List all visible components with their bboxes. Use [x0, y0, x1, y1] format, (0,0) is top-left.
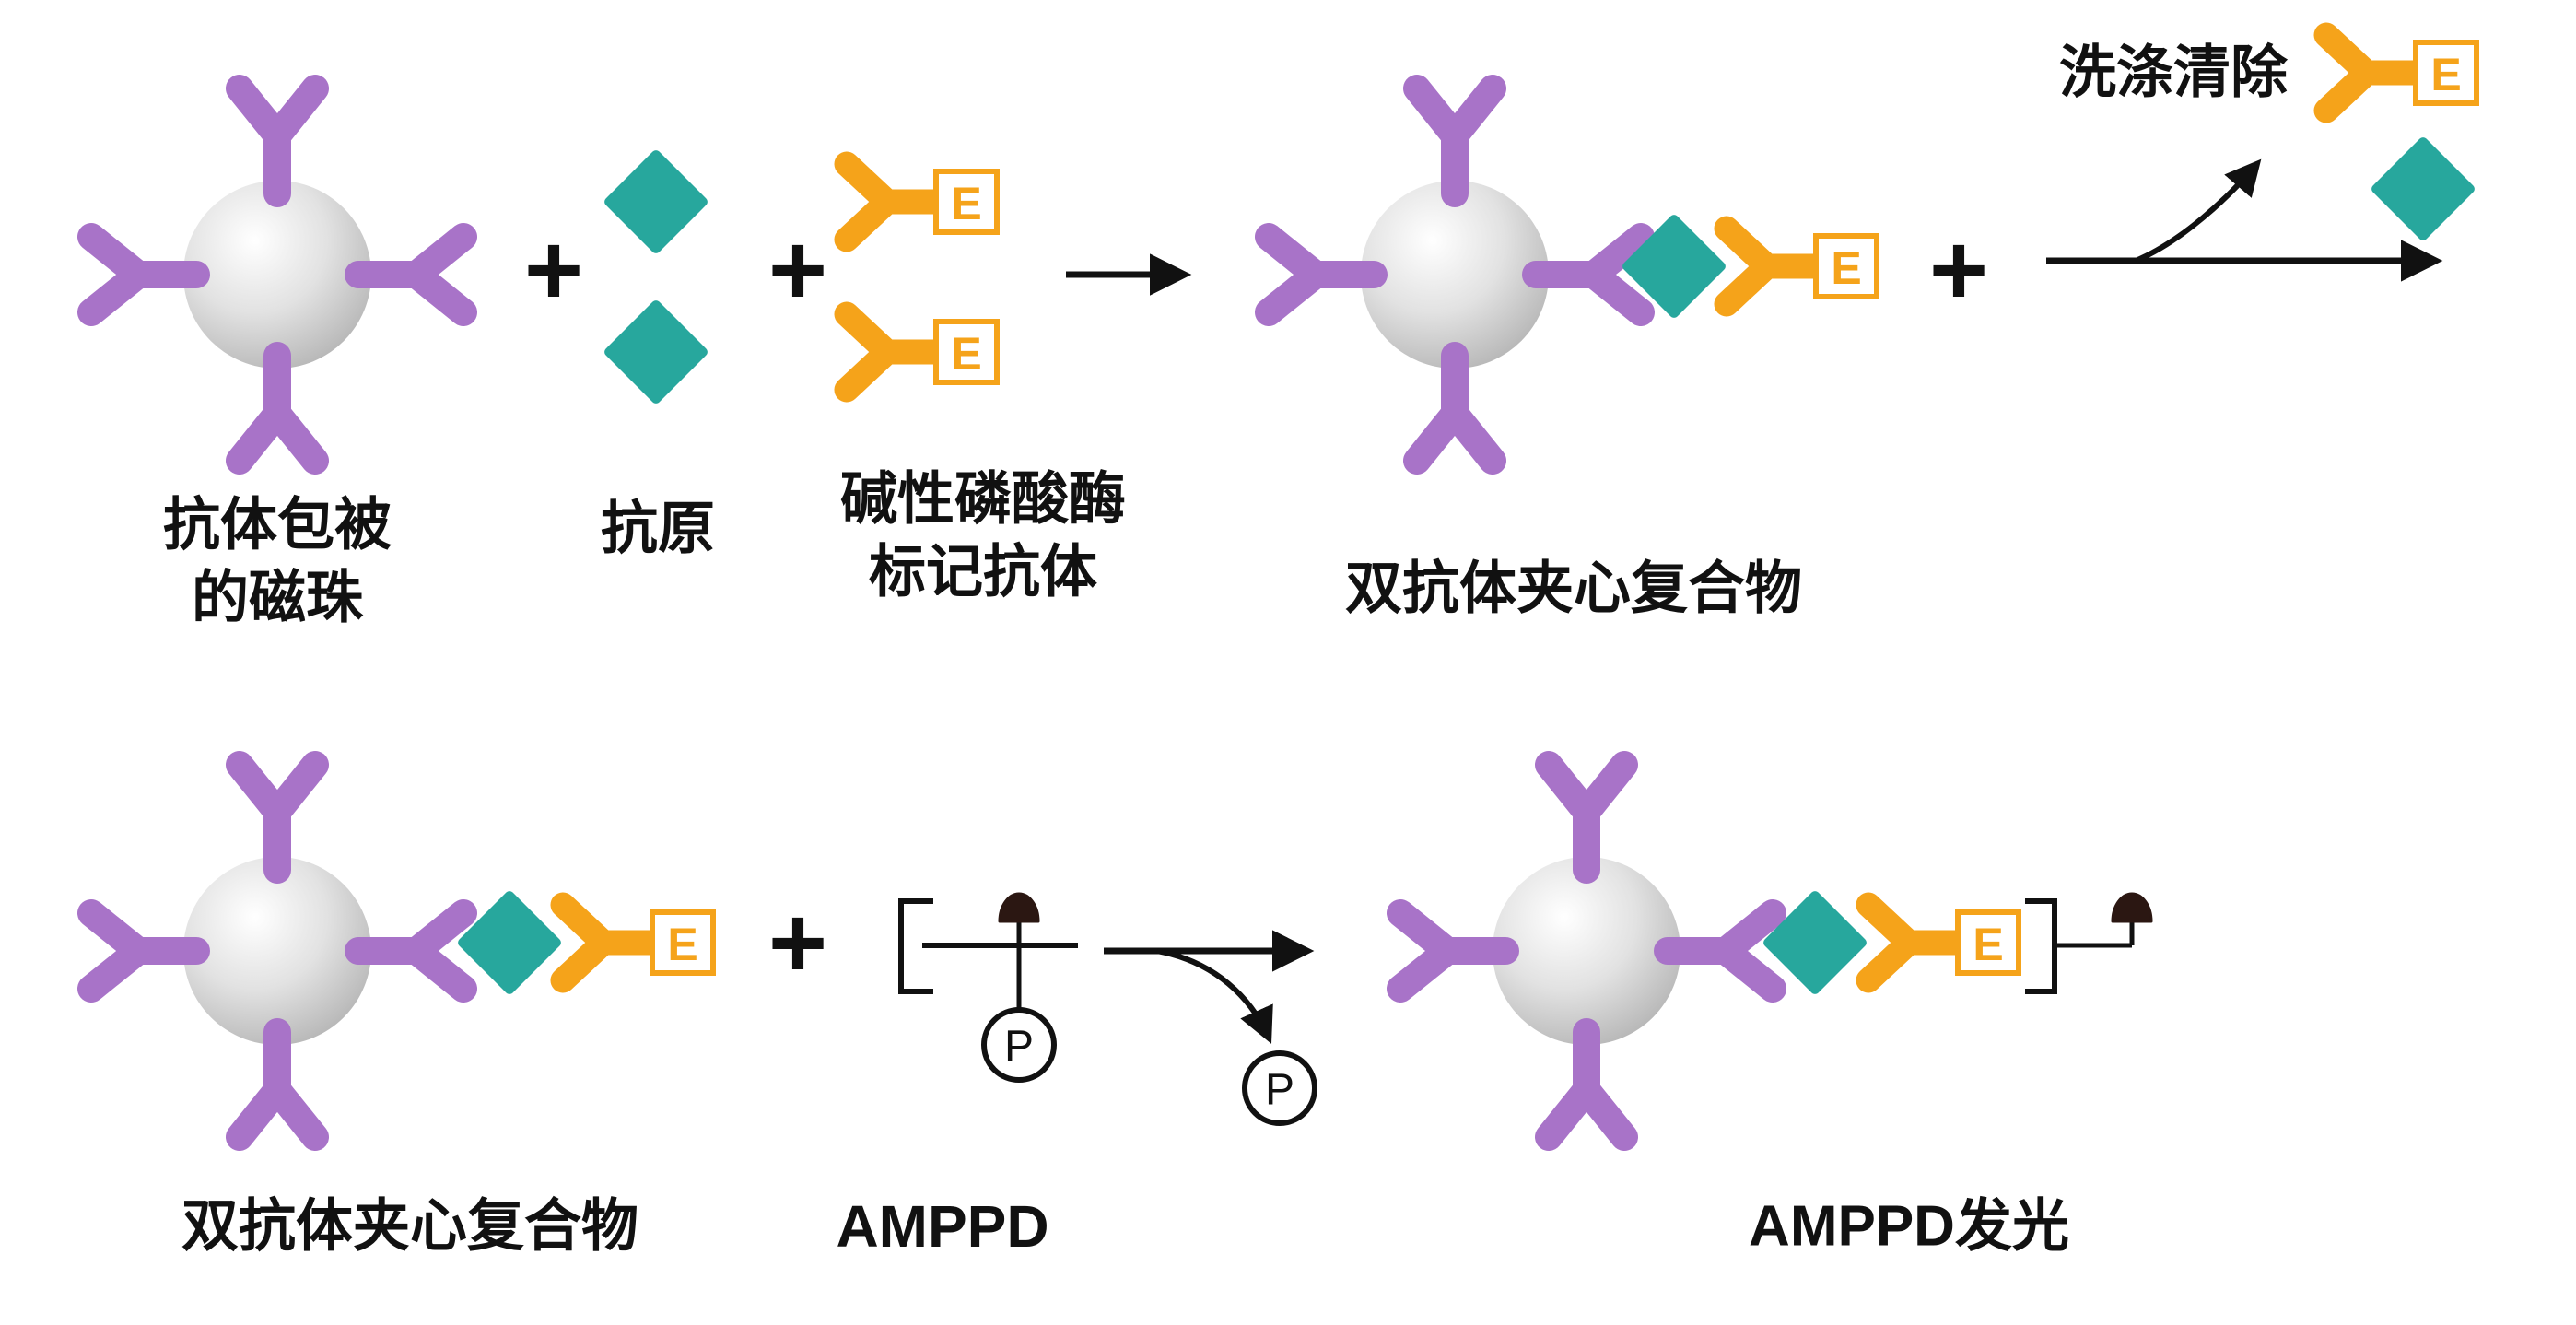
phosphate-circle-icon	[981, 1007, 1057, 1083]
purple-antibody-icon	[1549, 765, 1624, 870]
sandwich-complex-top: E 双抗体夹心复合物	[1269, 88, 1877, 621]
enzyme-labeled-antibody-group: E E 碱性磷酸酶 标记抗体	[840, 164, 1126, 604]
purple-antibody-icon	[1417, 356, 1493, 461]
purple-antibody-icon	[240, 88, 315, 193]
magnetic-bead-icon	[1361, 181, 1549, 369]
magnetic-bead-icon	[183, 857, 371, 1045]
enzyme-letter: E	[951, 178, 981, 229]
coated-bead-label-line2: 的磁珠	[192, 567, 364, 630]
amppd-bracket	[898, 898, 933, 994]
plus-sign: +	[768, 214, 827, 327]
amppd-label: AMPPD	[836, 1193, 1048, 1260]
enzyme-letter: E	[1973, 919, 2003, 970]
plus-sign: +	[524, 214, 583, 327]
sandwich-complex-top-label: 双抗体夹心复合物	[1345, 557, 1802, 621]
phosphate-letter: P	[1265, 1066, 1294, 1115]
enzyme-letter: E	[1831, 242, 1861, 294]
phosphate-circle-icon	[1242, 1050, 1317, 1126]
enzyme-antibody-label-line1: 碱性磷酸酶	[840, 468, 1126, 532]
plus-sign: +	[1929, 214, 1988, 327]
sandwich-complex-bottom-label: 双抗体夹心复合物	[181, 1195, 638, 1259]
enzyme-antibody-label-line2: 标记抗体	[869, 541, 1097, 604]
orange-antibody-icon	[847, 314, 941, 390]
purple-antibody-icon	[1536, 237, 1641, 312]
coated-magnetic-bead: 抗体包被 的磁珠	[91, 88, 463, 630]
adamantane-icon	[2111, 892, 2153, 923]
purple-antibody-icon	[1549, 1032, 1624, 1137]
purple-antibody-icon	[240, 356, 315, 461]
amppd-glow-label: AMPPD发光	[1749, 1195, 2069, 1259]
orange-antibody-icon	[563, 905, 657, 980]
amppd-substrate: P AMPPD	[836, 892, 1078, 1260]
purple-antibody-icon	[358, 913, 463, 989]
purple-antibody-icon	[1400, 913, 1505, 989]
orange-antibody-icon	[2326, 35, 2420, 111]
purple-antibody-icon	[1668, 913, 1773, 989]
plus-sign: +	[768, 886, 827, 1000]
dephosphorylation-step: P	[1104, 930, 1317, 1126]
adamantane-icon	[998, 892, 1040, 923]
orange-antibody-icon	[1868, 905, 1962, 980]
antigen-group: 抗原	[601, 148, 715, 561]
wash-branch-arrow	[2134, 158, 2262, 264]
wash-step: 洗涤清除 E	[2046, 35, 2476, 282]
purple-antibody-icon	[91, 237, 196, 312]
antigen-diamond-icon	[603, 299, 709, 405]
antigen-diamond-icon	[2370, 135, 2476, 242]
sandwich-complex-bottom: E 双抗体夹心复合物	[91, 765, 713, 1259]
enzyme-letter: E	[951, 328, 981, 380]
purple-antibody-icon	[358, 237, 463, 312]
orange-antibody-icon	[1727, 229, 1821, 304]
antigen-diamond-icon	[603, 148, 709, 255]
purple-antibody-icon	[240, 1032, 315, 1137]
coated-bead-label-line1: 抗体包被	[163, 494, 392, 557]
purple-antibody-icon	[1269, 237, 1374, 312]
purple-antibody-icon	[91, 913, 196, 989]
antigen-label: 抗原	[601, 498, 715, 561]
enzyme-letter: E	[667, 919, 697, 970]
product-bracket	[2025, 898, 2057, 994]
phosphate-letter: P	[1004, 1023, 1034, 1072]
magnetic-bead-icon	[1493, 857, 1680, 1045]
wash-label: 洗涤清除	[2059, 41, 2289, 105]
purple-antibody-icon	[1417, 88, 1493, 193]
amppd-glow-complex: E AMPPD发光	[1400, 765, 2153, 1259]
enzyme-letter: E	[2430, 49, 2461, 100]
magnetic-bead-icon	[183, 181, 371, 369]
purple-antibody-icon	[240, 765, 315, 870]
orange-antibody-icon	[847, 164, 941, 240]
phosphate-release-arrow	[1156, 948, 1273, 1044]
